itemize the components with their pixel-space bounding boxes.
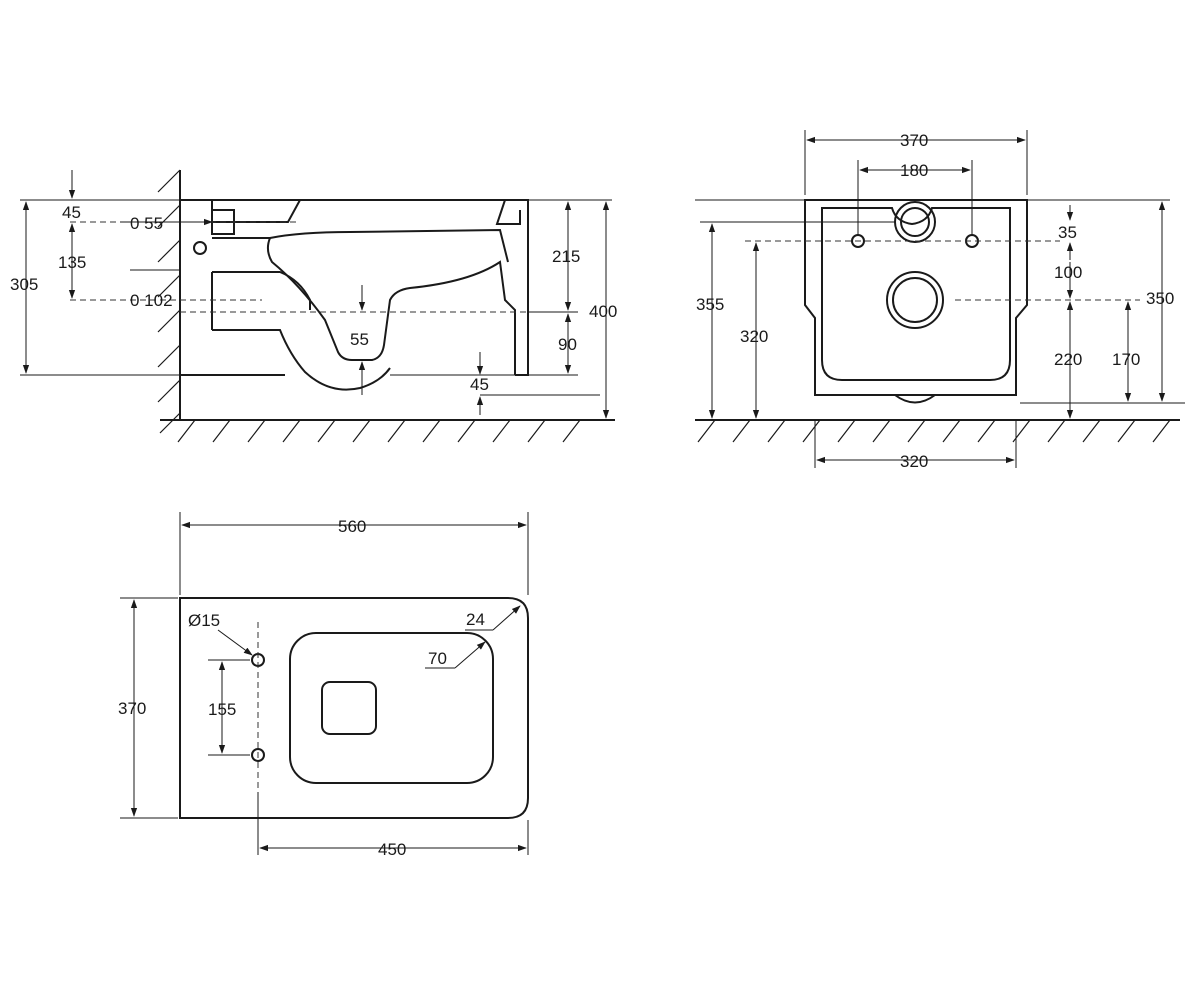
outlet-outer-circle <box>886 271 944 329</box>
inlet-inner-circle <box>900 207 930 237</box>
dim-450-label: 450 <box>378 840 406 859</box>
dim-35-label: 35 <box>1058 223 1077 242</box>
dim-15-dia-line <box>217 629 253 656</box>
dim-24-label: 24 <box>466 610 485 629</box>
dim-100-label: 100 <box>1054 263 1082 282</box>
dim-215-label: 215 <box>552 247 580 266</box>
front-body-outline <box>804 199 1028 396</box>
bowl-inner-curve <box>212 237 516 375</box>
rim-right <box>495 199 521 225</box>
dim-15-dia-label: Ø15 <box>188 611 220 630</box>
dim-320-bottom-label: 320 <box>900 452 928 471</box>
floor-hatch <box>177 419 581 443</box>
outlet-inner-circle <box>892 277 938 323</box>
dim-24-line <box>492 605 521 631</box>
front-floor-hatch <box>697 419 1171 443</box>
front-view: 370 180 35 355 320 100 350 220 170 320 <box>695 130 1185 471</box>
drain-opening <box>321 681 377 735</box>
dim-400-label: 400 <box>589 302 617 321</box>
top-view: 560 370 Ø15 155 24 70 450 <box>118 512 529 859</box>
dim-355-label: 355 <box>696 295 724 314</box>
side-view: 45 0 55 135 305 0 102 215 400 55 90 45 <box>10 169 617 443</box>
dim-70-label: 70 <box>428 649 447 668</box>
seat-opening <box>289 632 494 784</box>
dim-170-label: 170 <box>1112 350 1140 369</box>
dim-70-line <box>454 641 486 669</box>
dim-55-label: 55 <box>350 330 369 349</box>
bowl-inner-top <box>269 228 509 263</box>
dim-370-front-label: 370 <box>900 131 928 150</box>
dim-560-label: 560 <box>338 517 366 536</box>
dim-45-top-label: 45 <box>62 203 81 222</box>
dim-220-label: 220 <box>1054 350 1082 369</box>
top-body-outline <box>179 597 529 819</box>
dim-370-top-label: 370 <box>118 699 146 718</box>
dim-180-label: 180 <box>900 161 928 180</box>
dim-305-label: 305 <box>10 275 38 294</box>
dim-45-bottom-label: 45 <box>470 375 489 394</box>
dim-102-dia-label: 0 102 <box>130 291 173 310</box>
trap-lower <box>212 329 391 391</box>
dim-55-dia-label: 0 55 <box>130 214 163 233</box>
dim-90-label: 90 <box>558 335 577 354</box>
dim-320-left-label: 320 <box>740 327 768 346</box>
wall-hatch <box>157 169 181 434</box>
dim-350-label: 350 <box>1146 289 1174 308</box>
bolt-hole <box>193 241 207 255</box>
dim-155-label: 155 <box>208 700 236 719</box>
top-hole-lower <box>251 748 265 762</box>
dim-135-label: 135 <box>58 253 86 272</box>
bottom-bump <box>894 394 936 404</box>
trap-upper <box>212 271 311 310</box>
front-body-inner <box>821 207 1011 381</box>
